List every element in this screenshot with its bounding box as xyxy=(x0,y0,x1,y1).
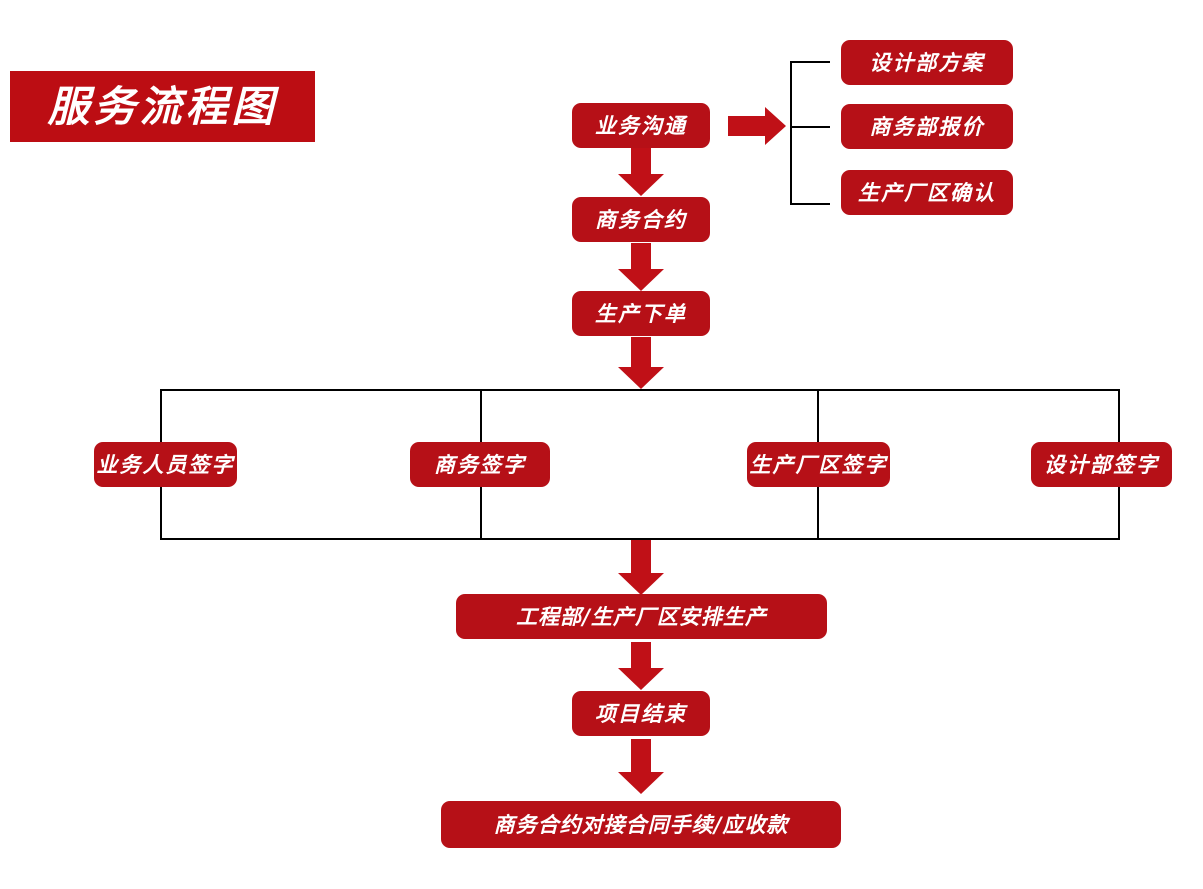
arrow-shaft xyxy=(631,243,651,271)
node-business-dept-quote[interactable]: 商务部报价 xyxy=(841,104,1013,149)
arrow-head xyxy=(765,107,786,145)
node-engineering-production[interactable]: 工程部/生产厂区安排生产 xyxy=(456,594,827,639)
arrow-end-to-handover xyxy=(618,739,664,794)
node-production-order[interactable]: 生产下单 xyxy=(572,291,710,336)
arrow-order-to-signoff xyxy=(618,337,664,389)
node-factory-signature[interactable]: 生产厂区签字 xyxy=(747,442,890,487)
node-label: 生产厂区确认 xyxy=(858,180,996,205)
arrow-head xyxy=(618,269,664,291)
arrow-engineering-to-end xyxy=(618,642,664,690)
arrow-head xyxy=(618,772,664,794)
node-design-signature[interactable]: 设计部签字 xyxy=(1031,442,1172,487)
arrow-communication-to-contract xyxy=(618,148,664,196)
node-business-contract[interactable]: 商务合约 xyxy=(572,197,710,242)
branch-bracket-stub-top xyxy=(790,61,830,63)
node-label: 业务人员签字 xyxy=(96,452,235,477)
node-contract-handover[interactable]: 商务合约对接合同手续/应收款 xyxy=(441,801,841,848)
arrow-head xyxy=(618,367,664,389)
arrow-shaft xyxy=(631,148,651,176)
node-label: 项目结束 xyxy=(595,701,687,726)
signature-rail-top xyxy=(160,389,1118,391)
node-sales-signature[interactable]: 业务人员签字 xyxy=(94,442,237,487)
arrow-contract-to-order xyxy=(618,243,664,291)
node-label: 商务合约 xyxy=(595,207,687,232)
node-label: 业务沟通 xyxy=(595,113,687,138)
branch-bracket-stub-bottom xyxy=(790,203,830,205)
arrow-head xyxy=(618,668,664,690)
node-label: 商务签字 xyxy=(434,452,526,477)
node-label: 生产厂区签字 xyxy=(749,452,888,477)
node-label: 设计部方案 xyxy=(869,50,985,75)
node-label: 设计部签字 xyxy=(1044,452,1159,477)
signature-rail-bottom xyxy=(160,538,1118,540)
page-title-banner: 服务流程图 xyxy=(10,71,315,142)
node-business-signature[interactable]: 商务签字 xyxy=(410,442,550,487)
arrow-shaft xyxy=(631,739,651,774)
page-title: 服务流程图 xyxy=(47,81,278,131)
arrow-shaft xyxy=(728,116,766,136)
arrow-signoff-to-engineering xyxy=(618,540,664,595)
node-business-communication[interactable]: 业务沟通 xyxy=(572,103,710,148)
arrow-shaft xyxy=(631,540,651,575)
node-label: 工程部/生产厂区安排生产 xyxy=(516,604,767,629)
node-label: 商务部报价 xyxy=(869,114,985,139)
arrow-shaft xyxy=(631,642,651,670)
node-factory-confirm[interactable]: 生产厂区确认 xyxy=(841,170,1013,215)
node-label: 商务合约对接合同手续/应收款 xyxy=(493,812,789,837)
arrow-head xyxy=(618,573,664,595)
branch-bracket-spine xyxy=(790,61,792,203)
arrow-shaft xyxy=(631,337,651,369)
node-design-dept-plan[interactable]: 设计部方案 xyxy=(841,40,1013,85)
arrow-head xyxy=(618,174,664,196)
arrow-communication-to-branch xyxy=(728,107,786,145)
node-project-end[interactable]: 项目结束 xyxy=(572,691,710,736)
node-label: 生产下单 xyxy=(595,301,687,326)
branch-bracket-stub-middle xyxy=(790,126,830,128)
